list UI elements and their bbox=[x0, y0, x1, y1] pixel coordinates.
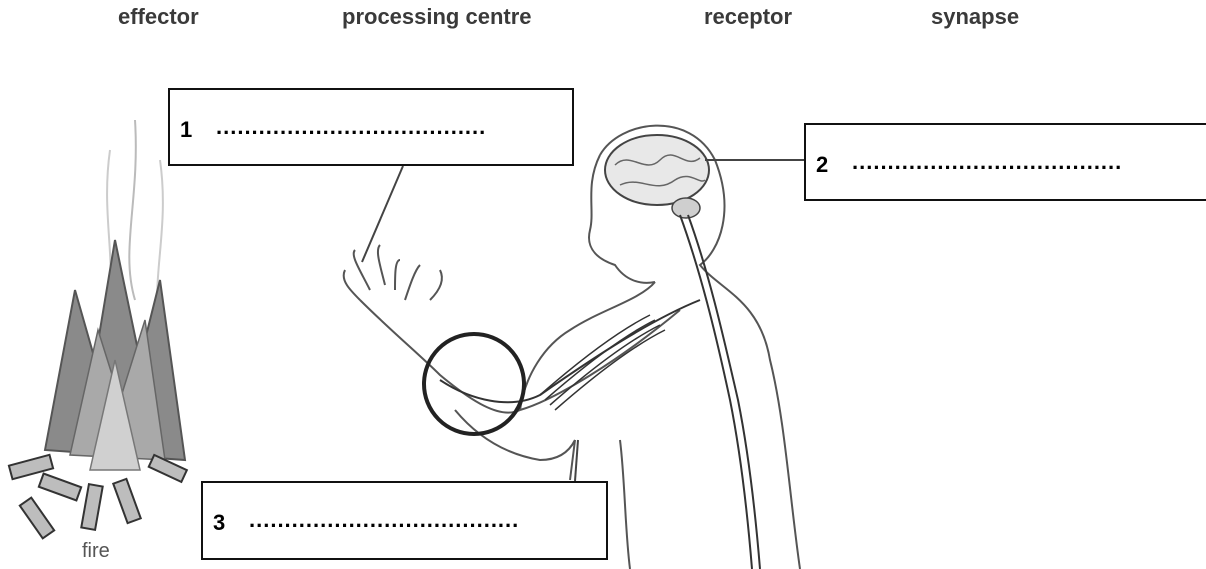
answer-box-1[interactable]: 1 ...................................... bbox=[168, 88, 574, 166]
box-number: 3 bbox=[213, 510, 225, 536]
brain-illustration bbox=[605, 135, 709, 218]
answer-blank[interactable]: ...................................... bbox=[249, 507, 519, 533]
answer-box-2[interactable]: 2 ...................................... bbox=[804, 123, 1206, 201]
pointer-line-1 bbox=[362, 166, 403, 262]
highlight-circle bbox=[424, 334, 524, 434]
answer-blank[interactable]: ...................................... bbox=[852, 149, 1122, 175]
fire-label: fire bbox=[82, 540, 110, 563]
answer-box-3[interactable]: 3 ...................................... bbox=[201, 481, 608, 560]
box-number: 1 bbox=[180, 117, 192, 143]
arm-muscle bbox=[540, 315, 665, 410]
box-number: 2 bbox=[816, 152, 828, 178]
answer-blank[interactable]: ...................................... bbox=[216, 114, 486, 140]
pointer-line-3 bbox=[575, 440, 578, 481]
fire-illustration bbox=[9, 120, 187, 538]
